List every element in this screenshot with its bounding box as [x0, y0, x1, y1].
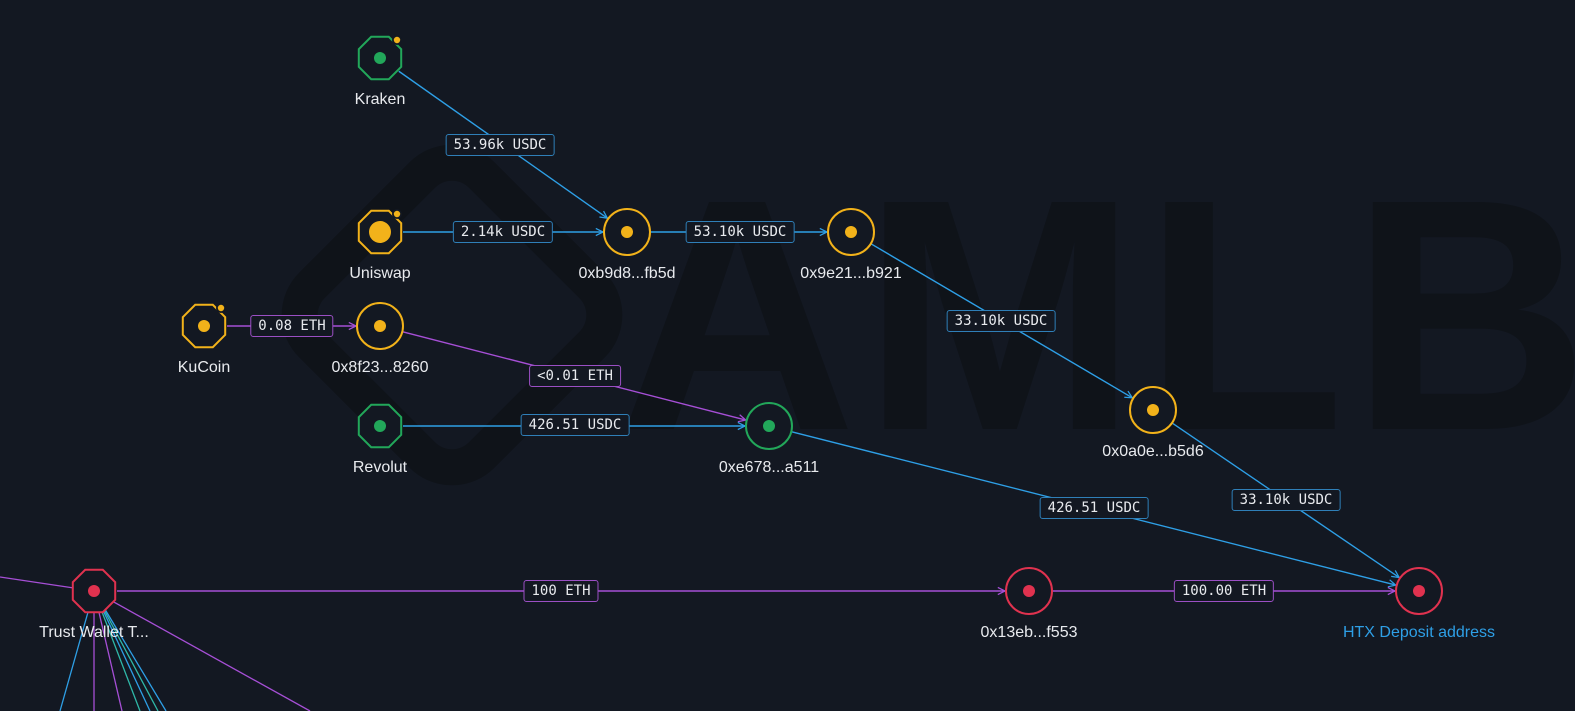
- edge-amount-label[interactable]: 33.10k USDC: [1231, 489, 1341, 511]
- edge-amount-label[interactable]: 33.10k USDC: [946, 310, 1056, 332]
- node-label: Revolut: [352, 459, 408, 476]
- node-label: Uniswap: [349, 265, 411, 282]
- node-label: KuCoin: [177, 359, 231, 376]
- node-label: 0xb9d8...fb5d: [578, 265, 676, 282]
- node-label: 0xe678...a511: [718, 459, 820, 476]
- edge-amount-label[interactable]: 53.96k USDC: [445, 134, 555, 156]
- node-revolut[interactable]: [357, 403, 403, 449]
- edge-amount-label[interactable]: 2.14k USDC: [452, 221, 554, 243]
- node-label: 0x8f23...8260: [331, 359, 429, 376]
- node-b9d8[interactable]: [603, 208, 651, 256]
- edge-amount-label[interactable]: <0.01 ETH: [529, 365, 621, 387]
- node-label: 0x13eb...f553: [980, 624, 1078, 641]
- red-dot-icon: [88, 585, 100, 597]
- node-kraken[interactable]: [357, 35, 403, 81]
- node-e678[interactable]: [745, 402, 793, 450]
- edge-amount-label[interactable]: 0.08 ETH: [250, 315, 334, 337]
- green-dot-icon: [763, 420, 775, 432]
- offscreen-edge: [93, 590, 311, 711]
- node-label: Trust Wallet T...: [39, 624, 149, 641]
- offscreen-edge: [93, 590, 167, 711]
- node-label: HTX Deposit address: [1342, 624, 1496, 641]
- red-dot-icon: [1413, 585, 1425, 597]
- badge-dot-icon: [393, 36, 401, 44]
- yellow-dot-icon: [1147, 404, 1159, 416]
- edge-amount-label[interactable]: 53.10k USDC: [685, 221, 795, 243]
- node-layer: [71, 35, 1443, 615]
- yellow-dot-icon: [369, 221, 391, 243]
- yellow-dot-icon: [621, 226, 633, 238]
- node-8f23[interactable]: [356, 302, 404, 350]
- badge-dot-icon: [393, 210, 401, 218]
- node-trust[interactable]: [71, 568, 117, 614]
- node-uniswap[interactable]: [357, 209, 403, 255]
- yellow-dot-icon: [198, 320, 210, 332]
- red-dot-icon: [1023, 585, 1035, 597]
- node-label: Kraken: [354, 91, 406, 108]
- yellow-dot-icon: [374, 320, 386, 332]
- green-dot-icon: [374, 52, 386, 64]
- node-0a0e[interactable]: [1129, 386, 1177, 434]
- node-label: 0x0a0e...b5d6: [1102, 443, 1204, 460]
- yellow-dot-icon: [845, 226, 857, 238]
- node-13eb[interactable]: [1005, 567, 1053, 615]
- offscreen-edges: [0, 576, 311, 711]
- edge-amount-label[interactable]: 100.00 ETH: [1173, 580, 1275, 602]
- node-9e21[interactable]: [827, 208, 875, 256]
- node-kucoin[interactable]: [181, 303, 227, 349]
- badge-dot-icon: [217, 304, 225, 312]
- green-dot-icon: [374, 420, 386, 432]
- node-label: 0x9e21...b921: [800, 265, 902, 282]
- edge-amount-label[interactable]: 100 ETH: [523, 580, 599, 602]
- edge-amount-label[interactable]: 426.51 USDC: [520, 414, 630, 436]
- edge-amount-label[interactable]: 426.51 USDC: [1039, 497, 1149, 519]
- node-htx[interactable]: [1395, 567, 1443, 615]
